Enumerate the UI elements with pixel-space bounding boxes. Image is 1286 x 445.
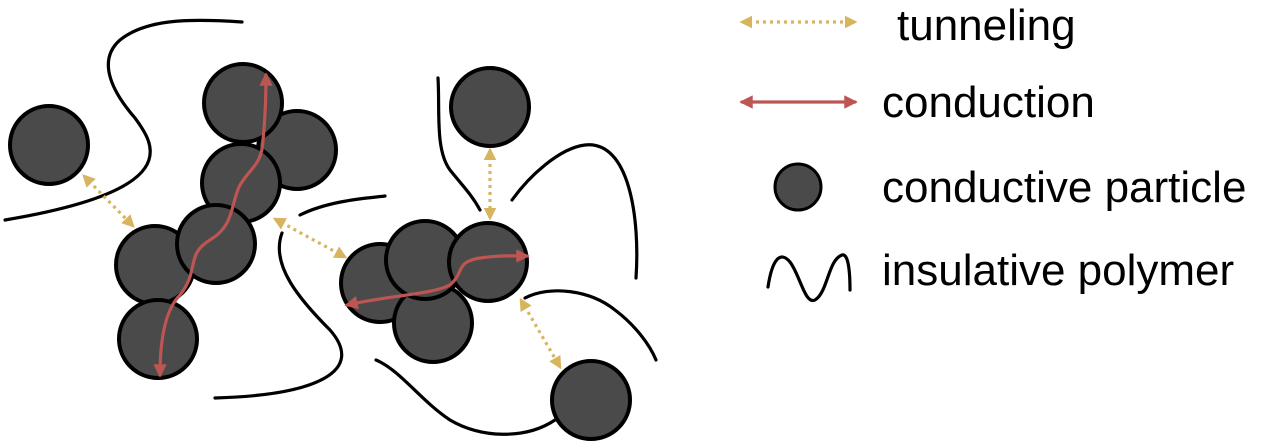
conduction-arrow: [344, 249, 530, 310]
legend-item-tunneling: tunneling: [739, 1, 1076, 50]
conduction-paths: [153, 72, 530, 378]
polymer-chain: [298, 194, 387, 217]
tunneling-arrow: [272, 217, 348, 259]
polymer-chain: [436, 76, 482, 212]
legend: tunneling conduction conductive particle…: [739, 1, 1246, 302]
polymer-chain: [374, 358, 557, 436]
conductive-particle: [550, 359, 632, 441]
conductive-particle: [202, 62, 284, 144]
legend-item-polymer: insulative polymer: [766, 246, 1234, 302]
polymer-chain: [510, 143, 639, 280]
polymer-legend-icon: [766, 253, 852, 302]
particles: [8, 62, 632, 441]
tunneling-arrow: [519, 297, 562, 370]
tunneling-paths: [82, 147, 562, 370]
polymer-chains: [3, 18, 658, 436]
conductive-particle: [8, 104, 90, 186]
legend-item-particle: conductive particle: [773, 162, 1246, 212]
conductive-particle: [175, 203, 257, 285]
conductive-particle: [449, 66, 531, 148]
conduction-arrow: [153, 72, 273, 378]
polymer-chain: [523, 289, 658, 362]
conductive-particle: [117, 298, 199, 380]
conduction-label: conduction: [882, 78, 1095, 127]
particle-label: conductive particle: [882, 163, 1246, 212]
tunneling-label: tunneling: [897, 1, 1076, 50]
polymer-chain: [213, 231, 344, 400]
polymer-label: insulative polymer: [882, 246, 1234, 295]
tunneling-arrow: [82, 174, 135, 228]
particle-legend-icon: [773, 162, 823, 212]
legend-item-conduction: conduction: [739, 78, 1095, 127]
conductive-particle: [447, 221, 529, 303]
